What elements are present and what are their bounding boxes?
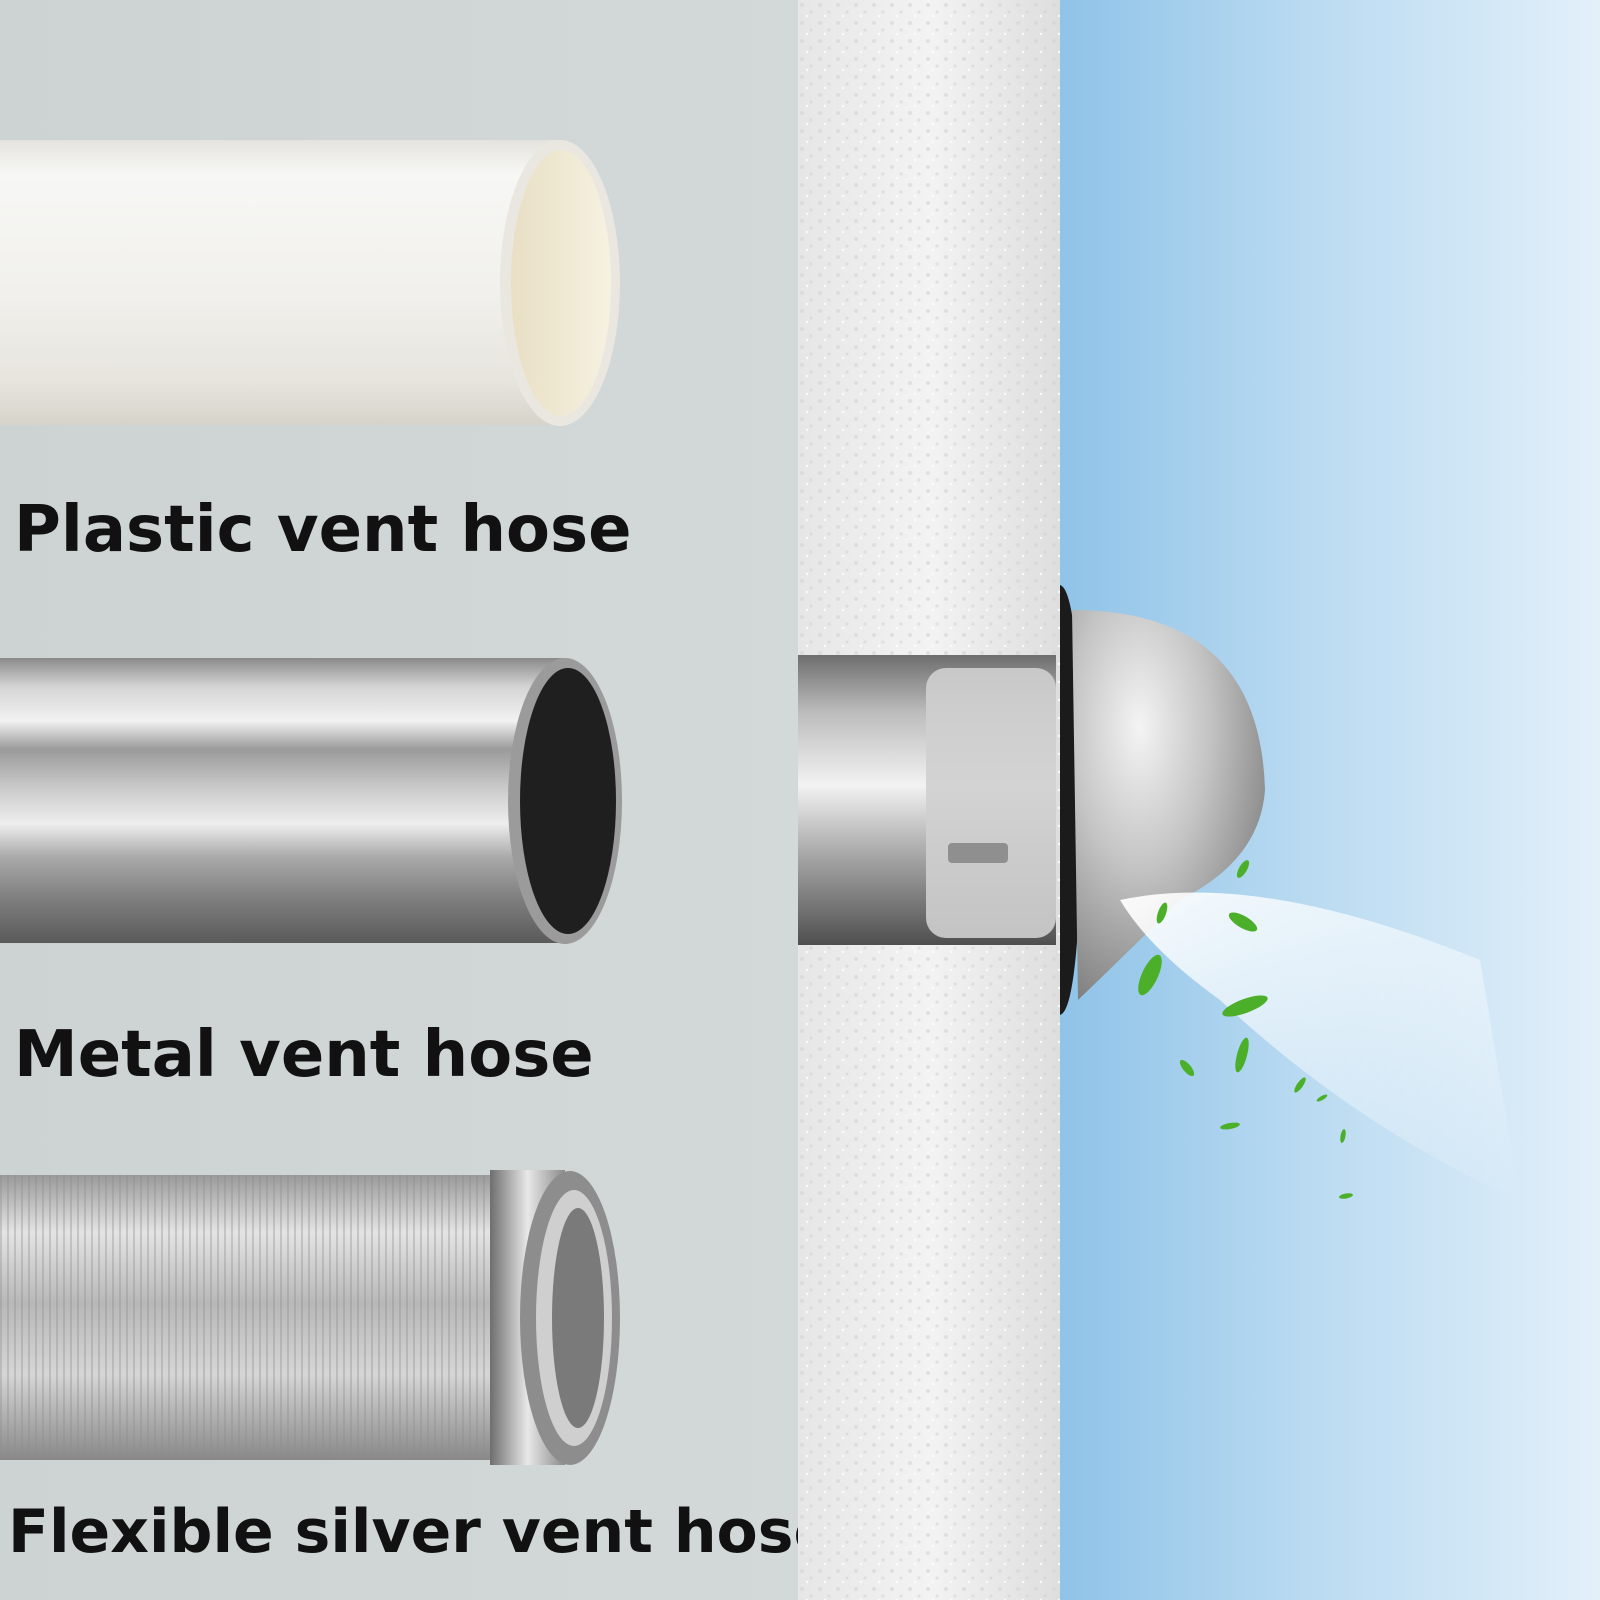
flexible-silver-vent-hose-image [0,1170,620,1465]
leaf-icon [1138,954,1162,996]
wall-texture [798,0,1060,1600]
hose-illustrations [0,140,622,1465]
leaf-icon [1156,902,1168,924]
product-comparison-panel: Plastic vent hose Metal vent hose Flexib… [0,0,798,1600]
flexible-silver-vent-hose-caption: Flexible silver vent hose [8,1497,798,1567]
leaf-icon [1179,1059,1195,1077]
leaves [1138,860,1353,1199]
wall-section [798,0,1060,1600]
leaf-icon [1316,1094,1328,1102]
metal-vent-hose-image [0,658,622,944]
plastic-vent-hose-caption: Plastic vent hose [14,493,632,567]
leaf-icon [1236,860,1250,878]
vent-dome-cap [1072,610,1265,1000]
leaf-icon [1220,1122,1240,1130]
leaf-icon [1294,1077,1306,1093]
plastic-vent-hose-image [0,140,620,426]
leaf-icon [1340,1129,1346,1143]
damper-clip [948,843,1008,863]
metal-vent-hose-caption: Metal vent hose [14,1018,594,1092]
vent-cap-illustration [1060,585,1520,1200]
outdoor-section [1060,0,1600,1600]
duct-collar [926,668,1056,938]
leaf-icon [1228,912,1258,932]
leaf-icon [1235,1037,1249,1073]
airflow-stream [1120,892,1520,1200]
leaf-icon [1339,1193,1353,1199]
leaf-icon [1222,995,1268,1017]
